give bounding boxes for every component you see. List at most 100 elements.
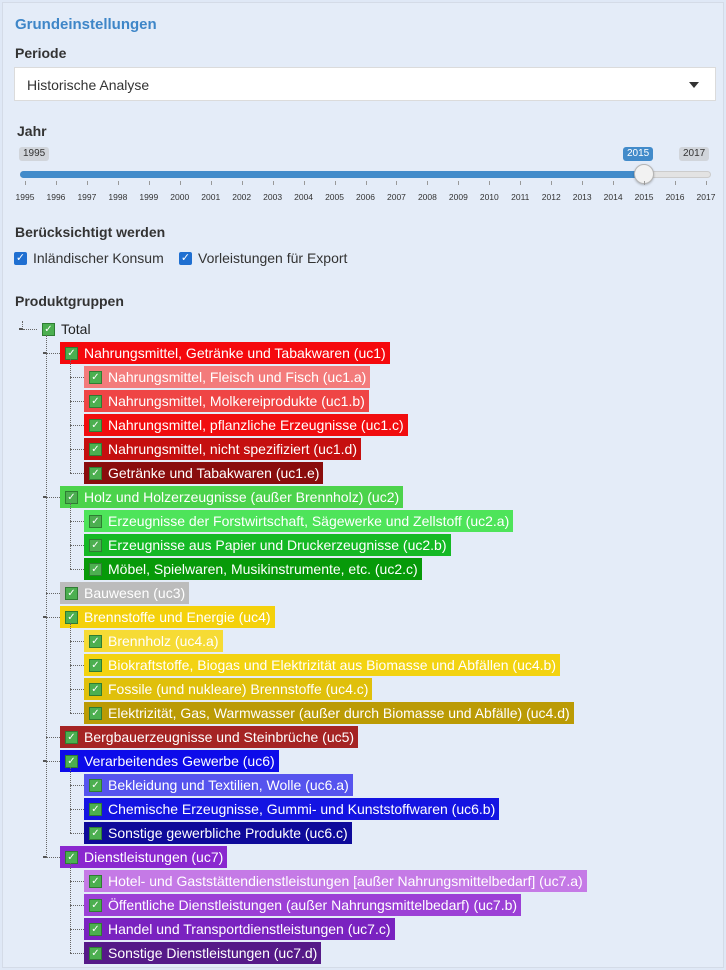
- tree-node-label: Nahrungsmittel, Molkereiprodukte (uc1.b): [108, 393, 365, 409]
- tree-node-group[interactable]: ✓Verarbeitendes Gewerbe (uc6): [60, 750, 279, 772]
- checkbox-checked-icon[interactable]: ✓: [14, 251, 27, 265]
- slider-tick-label: 2009: [448, 192, 468, 202]
- tree-connector: [70, 785, 84, 786]
- tree-node-subgroup[interactable]: ✓Chemische Erzeugnisse, Gummi- und Kunst…: [84, 798, 500, 820]
- tree-checkbox-icon[interactable]: ✓: [65, 610, 78, 624]
- tree-checkbox-icon[interactable]: ✓: [89, 418, 102, 432]
- tree-connector: [46, 497, 60, 498]
- tree-expander-icon[interactable]: [43, 856, 47, 858]
- tree-node-subgroup[interactable]: ✓Fossile (und nukleare) Brennstoffe (uc4…: [84, 678, 373, 700]
- tree-checkbox-icon[interactable]: ✓: [89, 898, 102, 912]
- tree-node-group[interactable]: ✓ Bauwesen (uc3): [60, 582, 190, 604]
- checkbox-label: Inländischer Konsum: [33, 250, 164, 266]
- tree-checkbox-icon[interactable]: ✓: [89, 922, 102, 936]
- tree-node-subgroup[interactable]: ✓ Nahrungsmittel, pflanzliche Erzeugnisse…: [84, 414, 408, 436]
- year-slider-min: 1995: [19, 147, 50, 161]
- tree-connector: [46, 335, 47, 857]
- slider-tick: [303, 181, 305, 185]
- tree-connector: [70, 425, 84, 426]
- tree-checkbox-icon[interactable]: ✓: [89, 466, 102, 480]
- tree-connector: [70, 569, 84, 570]
- tree-checkbox-icon[interactable]: ✓: [65, 754, 78, 768]
- tree-checkbox-icon[interactable]: ✓: [89, 682, 102, 696]
- tree-node-total[interactable]: ✓ Total: [37, 318, 95, 340]
- tree-expander-icon[interactable]: [43, 760, 47, 762]
- tree-checkbox-icon[interactable]: ✓: [42, 322, 55, 336]
- tree-node-label: Nahrungsmittel, Getränke und Tabakwaren …: [84, 345, 386, 361]
- slider-tick: [148, 181, 150, 185]
- tree-node-group[interactable]: ✓ Nahrungsmittel, Getränke und Tabakwaren…: [60, 342, 390, 364]
- tree-checkbox-icon[interactable]: ✓: [89, 826, 102, 840]
- tree-checkbox-icon[interactable]: ✓: [89, 562, 102, 576]
- tree-node-group[interactable]: ✓ Bergbauerzeugnisse und Steinbrüche (uc5…: [60, 726, 359, 748]
- tree-node-subgroup[interactable]: ✓ Nahrungsmittel, Fleisch und Fisch (uc1.…: [84, 366, 371, 388]
- slider-tick-label: 1999: [139, 192, 159, 202]
- tree-node-group[interactable]: ✓Holz und Holzerzeugnisse (außer Brennho…: [60, 486, 404, 508]
- tree-node-subgroup[interactable]: ✓Elektrizität, Gas, Warmwasser (außer du…: [84, 702, 574, 724]
- tree-checkbox-icon[interactable]: ✓: [89, 706, 102, 720]
- consider-label: Berücksichtigt werden: [15, 224, 166, 240]
- tree-node-label: Total: [61, 321, 91, 337]
- tree-node-subgroup[interactable]: ✓Getränke und Tabakwaren (uc1.e): [84, 462, 324, 484]
- tree-connector: [70, 473, 84, 474]
- checkbox-checked-icon[interactable]: ✓: [179, 251, 192, 265]
- tree-node-subgroup[interactable]: ✓ Erzeugnisse der Forstwirtschaft, Sägewe…: [84, 510, 514, 532]
- tree-node-subgroup[interactable]: ✓ Nahrungsmittel, Molkereiprodukte (uc1.b…: [84, 390, 369, 412]
- tree-checkbox-icon[interactable]: ✓: [65, 730, 78, 744]
- tree-checkbox-icon[interactable]: ✓: [89, 370, 102, 384]
- tree-node-subgroup[interactable]: ✓Nahrungsmittel, nicht spezifiziert (uc1…: [84, 438, 361, 460]
- slider-tick-label: 2008: [417, 192, 437, 202]
- tree-node-label: Bergbauerzeugnisse und Steinbrüche (uc5): [84, 729, 355, 745]
- tree-checkbox-icon[interactable]: ✓: [89, 442, 102, 456]
- tree-checkbox-icon[interactable]: ✓: [89, 802, 102, 816]
- tree-connector: [70, 641, 84, 642]
- tree-node-subgroup[interactable]: ✓Sonstige Dienstleistungen (uc7.d): [84, 942, 322, 964]
- tree-checkbox-icon[interactable]: ✓: [89, 946, 102, 960]
- tree-node-subgroup[interactable]: ✓ Hotel- und Gaststättendienstleistungen …: [84, 870, 587, 892]
- tree-checkbox-icon[interactable]: ✓: [65, 586, 78, 600]
- period-select[interactable]: Historische Analyse: [14, 67, 716, 101]
- tree-expander-icon[interactable]: [43, 496, 47, 498]
- tree-node-group[interactable]: ✓Dienstleistungen (uc7): [60, 846, 228, 868]
- tree-node-group[interactable]: ✓Brennstoffe und Energie (uc4): [60, 606, 275, 628]
- tree-expander-icon[interactable]: [19, 328, 23, 330]
- tree-node-label: Hotel- und Gaststättendienstleistungen […: [108, 873, 583, 889]
- slider-tick-label: 2016: [665, 192, 685, 202]
- tree-node-subgroup[interactable]: ✓ Erzeugnisse aus Papier und Druckerzeugn…: [84, 534, 451, 556]
- tree-expander-icon[interactable]: [43, 616, 47, 618]
- tree-node-subgroup[interactable]: ✓Bekleidung und Textilien, Wolle (uc6.a): [84, 774, 353, 796]
- tree-checkbox-icon[interactable]: ✓: [65, 850, 78, 864]
- tree-connector: [70, 401, 84, 402]
- tree-checkbox-icon[interactable]: ✓: [89, 634, 102, 648]
- tree-node-subgroup[interactable]: ✓Biokraftstoffe, Biogas und Elektrizität…: [84, 654, 560, 676]
- tree-connector: [70, 905, 84, 906]
- tree-node-subgroup[interactable]: ✓Möbel, Spielwaren, Musikinstrumente, et…: [84, 558, 422, 580]
- tree-node-label: Erzeugnisse der Forstwirtschaft, Sägewer…: [108, 513, 510, 529]
- products-label: Produktgruppen: [15, 293, 124, 309]
- tree-node-label: Nahrungsmittel, pflanzliche Erzeugnisse …: [108, 417, 404, 433]
- tree-node-subgroup[interactable]: ✓Sonstige gewerbliche Produkte (uc6.c): [84, 822, 352, 844]
- tree-expander-icon[interactable]: [43, 352, 47, 354]
- tree-node-label: Erzeugnisse aus Papier und Druckerzeugni…: [108, 537, 447, 553]
- tree-checkbox-icon[interactable]: ✓: [65, 346, 78, 360]
- checkbox-export-inputs[interactable]: ✓ Vorleistungen für Export: [179, 250, 347, 266]
- tree-connector: [46, 761, 60, 762]
- tree-node-subgroup[interactable]: ✓Handel und Transportdienstleistungen (u…: [84, 918, 395, 940]
- tree-checkbox-icon[interactable]: ✓: [89, 778, 102, 792]
- tree-checkbox-icon[interactable]: ✓: [89, 514, 102, 528]
- slider-tick-label: 2012: [541, 192, 561, 202]
- tree-node-label: Bauwesen (uc3): [84, 585, 186, 601]
- slider-tick: [613, 181, 615, 185]
- tree-checkbox-icon[interactable]: ✓: [89, 538, 102, 552]
- tree-connector: [46, 617, 60, 618]
- slider-fill: [20, 171, 645, 178]
- tree-node-subgroup[interactable]: ✓Brennholz (uc4.a): [84, 630, 223, 652]
- tree-checkbox-icon[interactable]: ✓: [65, 490, 78, 504]
- checkbox-domestic-consumption[interactable]: ✓ Inländischer Konsum: [14, 250, 164, 266]
- tree-node-subgroup[interactable]: ✓Öffentliche Dienstleistungen (außer Nah…: [84, 894, 522, 916]
- tree-checkbox-icon[interactable]: ✓: [89, 658, 102, 672]
- tree-checkbox-icon[interactable]: ✓: [89, 874, 102, 888]
- tree-checkbox-icon[interactable]: ✓: [89, 394, 102, 408]
- tree-node-label: Nahrungsmittel, Fleisch und Fisch (uc1.a…: [108, 369, 367, 385]
